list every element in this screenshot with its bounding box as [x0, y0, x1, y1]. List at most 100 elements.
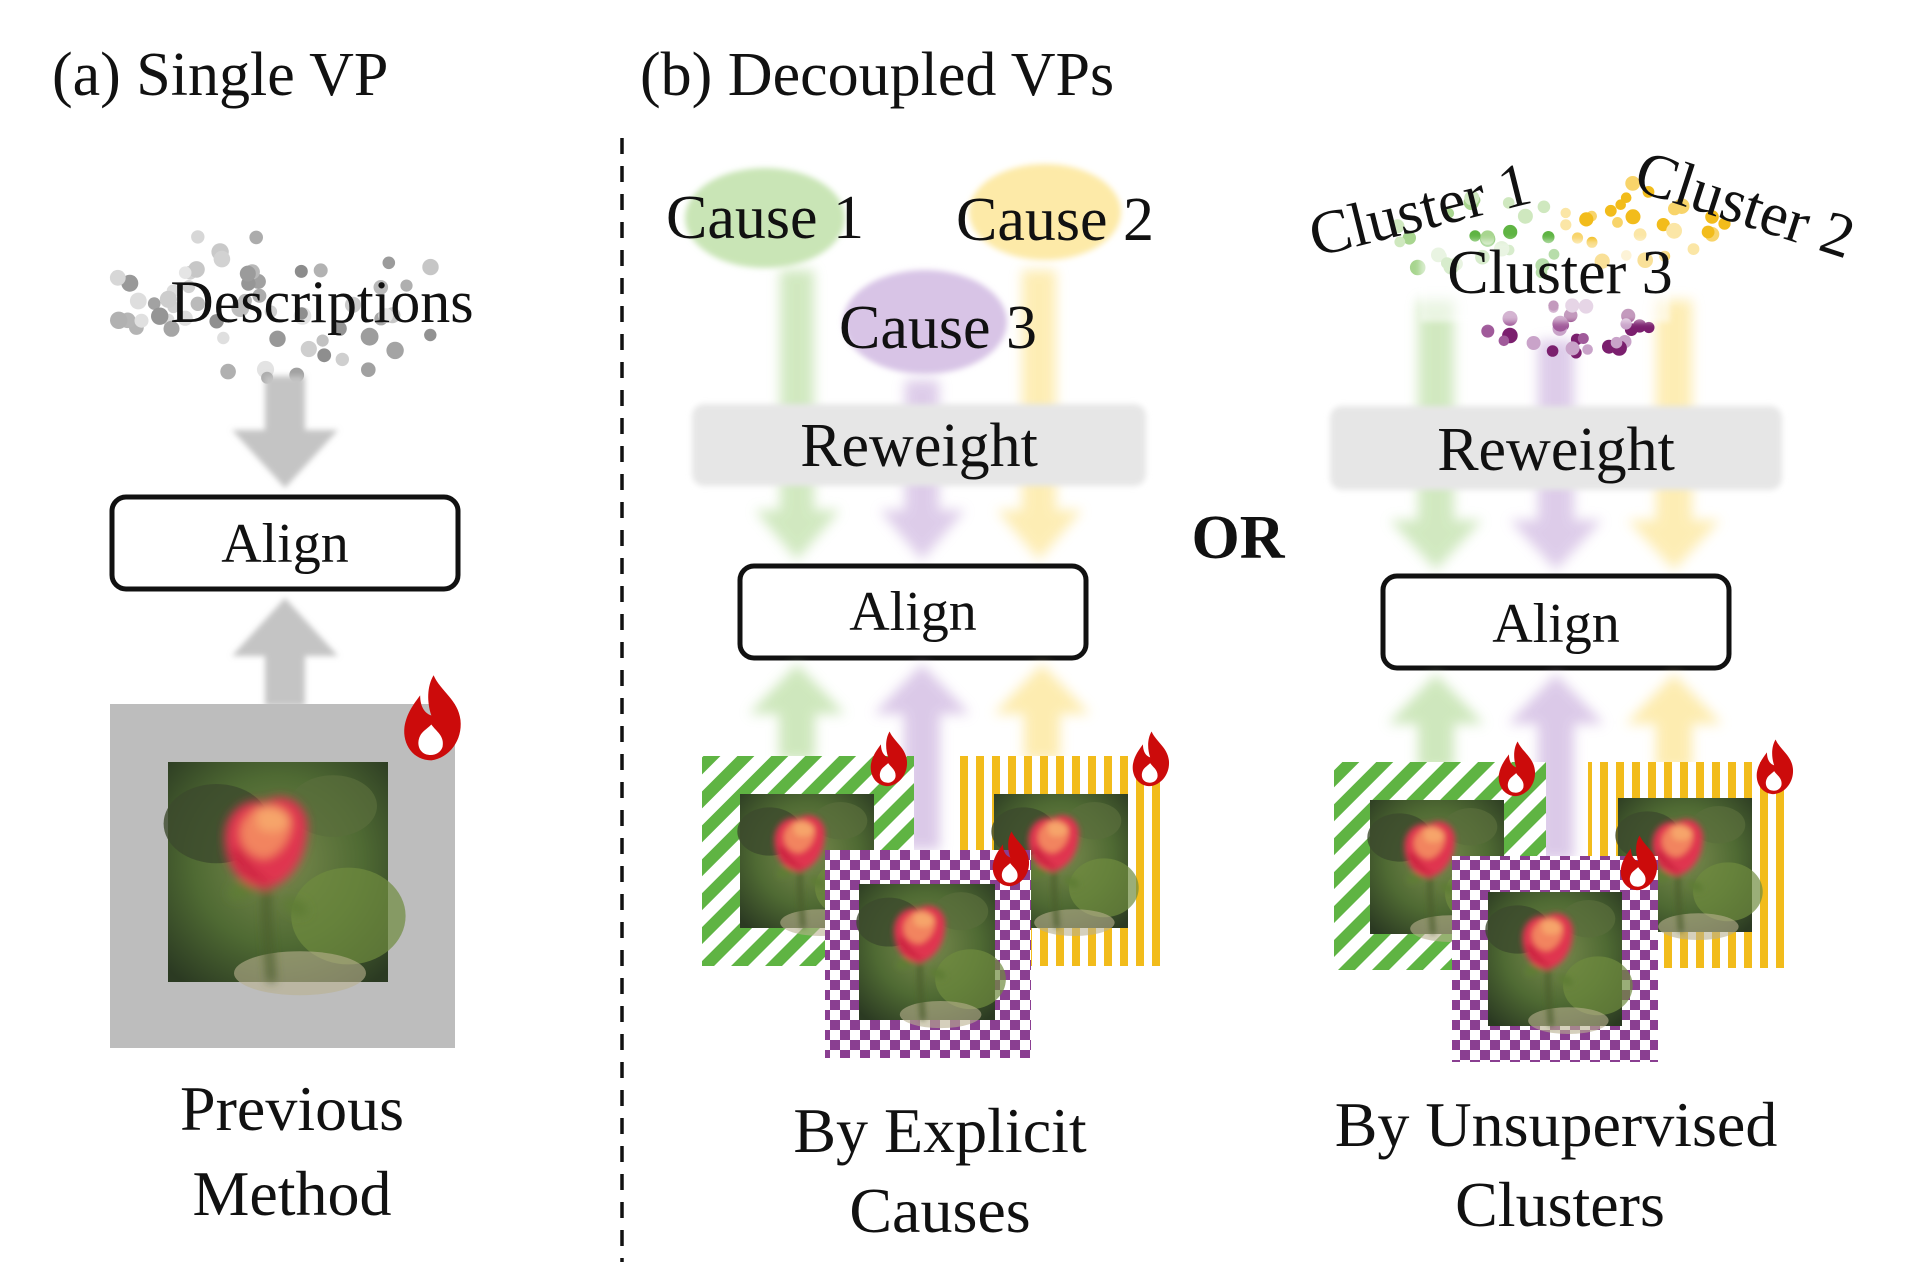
- flame-icon: [1756, 739, 1794, 795]
- description-dot: [159, 290, 177, 308]
- description-dot: [239, 265, 256, 282]
- prompt-arrow: [232, 598, 338, 706]
- cluster-dot: [1402, 231, 1417, 245]
- cluster-dot: [1610, 336, 1623, 349]
- cluster-dot: [1546, 345, 1559, 357]
- cluster-dot: [1503, 224, 1518, 240]
- caption-a-line1: Previous: [180, 1073, 404, 1144]
- caption-a-line2: Method: [192, 1158, 391, 1229]
- description-dot: [361, 362, 376, 378]
- align-label-explicit: Align: [849, 581, 977, 643]
- description-arrow: [232, 376, 338, 488]
- description-dot: [182, 280, 196, 294]
- cluster-dot: [1577, 333, 1589, 344]
- description-dot: [424, 328, 437, 342]
- caption-explicit-line1: By Explicit: [793, 1095, 1087, 1166]
- panel-a-title: (a) Single VP: [52, 41, 388, 109]
- flame-icon: [870, 731, 908, 787]
- description-dot: [109, 269, 126, 286]
- cluster-dot: [1612, 217, 1623, 228]
- cluster-dot: [1464, 190, 1480, 206]
- align-box-a: [109, 494, 461, 592]
- description-dot: [360, 327, 379, 346]
- description-dot: [188, 261, 205, 278]
- description-dot: [220, 363, 236, 380]
- or-label: OR: [1192, 504, 1286, 572]
- description-dot: [382, 256, 396, 270]
- align-box-unsupervised: [1380, 573, 1732, 671]
- rose-photo-a: [164, 762, 406, 995]
- description-dot: [110, 311, 128, 329]
- description-dot: [249, 230, 263, 245]
- reweight-label-explicit: Reweight: [800, 412, 1038, 480]
- cluster-dot: [1498, 335, 1510, 347]
- rose-photo-cause-3: [856, 884, 1006, 1028]
- description-dot: [400, 279, 413, 292]
- description-dot: [231, 299, 250, 317]
- cluster-dot: [1705, 210, 1719, 224]
- cluster-dot: [1656, 218, 1670, 232]
- description-dot: [386, 341, 404, 360]
- panel-b-title: (b) Decoupled VPs: [640, 41, 1114, 109]
- cluster-dot: [1560, 219, 1572, 231]
- flame-icon: [1498, 741, 1536, 797]
- align-label-a: Align: [221, 513, 349, 575]
- cluster-dot: [1718, 217, 1731, 230]
- description-dot: [294, 264, 308, 278]
- cause-3-label: Cause 3: [839, 294, 1037, 362]
- cluster-dot: [1701, 225, 1715, 239]
- cluster-dot: [1517, 208, 1533, 224]
- reweight-label-unsupervised: Reweight: [1437, 416, 1675, 484]
- cluster-dot: [1469, 230, 1481, 242]
- panel-b-explicit: Cause 1 Cause 2 Cause 3 Reweight Align B…: [666, 164, 1170, 1246]
- reweight-box-unsupervised: [1330, 406, 1782, 490]
- cluster-dot: [1625, 209, 1641, 225]
- flame-icon: [1132, 731, 1170, 787]
- align-label-unsupervised: Align: [1492, 593, 1620, 655]
- cause-1-bubble: [685, 168, 845, 268]
- cluster-dot: [1537, 200, 1551, 214]
- description-dot: [313, 263, 328, 278]
- panel-a: Descriptions Align Previous Method: [109, 230, 474, 1229]
- cluster-dot: [1579, 212, 1594, 227]
- cause-1-label: Cause 1: [666, 184, 864, 252]
- cluster-dot: [1668, 202, 1682, 216]
- description-dot: [177, 310, 193, 326]
- reweight-box-explicit: [692, 404, 1146, 486]
- description-dot: [178, 266, 192, 280]
- cluster-dot: [1443, 208, 1455, 219]
- description-dot: [151, 307, 169, 325]
- description-dot: [213, 250, 231, 268]
- description-dot: [422, 258, 439, 276]
- rose-photo-cluster-3: [1485, 892, 1632, 1034]
- cluster-dot: [1666, 222, 1682, 239]
- description-dot: [264, 305, 278, 318]
- description-dot: [332, 321, 347, 336]
- description-dot: [147, 297, 161, 310]
- cause-3-bubble: [843, 270, 1007, 374]
- caption-unsupervised-line2: Clusters: [1455, 1169, 1665, 1240]
- cluster-dot: [1394, 236, 1406, 248]
- caption-unsupervised-line1: By Unsupervised: [1335, 1089, 1778, 1160]
- cluster-dot: [1625, 176, 1641, 191]
- cluster-dot: [1633, 228, 1647, 242]
- cluster-dot: [1604, 204, 1617, 217]
- cluster-dot: [1687, 243, 1700, 256]
- cluster-dot: [1390, 219, 1405, 234]
- cluster-dot: [1620, 192, 1632, 203]
- cause-2-bubble: [969, 164, 1121, 260]
- description-dot: [344, 296, 362, 313]
- description-dot: [300, 340, 317, 358]
- flame-icon: [404, 675, 461, 761]
- panel-b-unsupervised: Cluster 1 Cluster 2 Cluster 3 Reweight A…: [1302, 138, 1862, 1240]
- description-dot: [316, 334, 329, 347]
- description-dot: [129, 292, 147, 310]
- description-dot: [269, 330, 286, 347]
- description-dot: [191, 230, 205, 244]
- cluster-dot: [1642, 186, 1655, 198]
- cluster-dot: [1582, 344, 1593, 355]
- description-dot: [217, 331, 230, 345]
- description-dot: [163, 320, 180, 337]
- cluster-dot: [1643, 321, 1655, 334]
